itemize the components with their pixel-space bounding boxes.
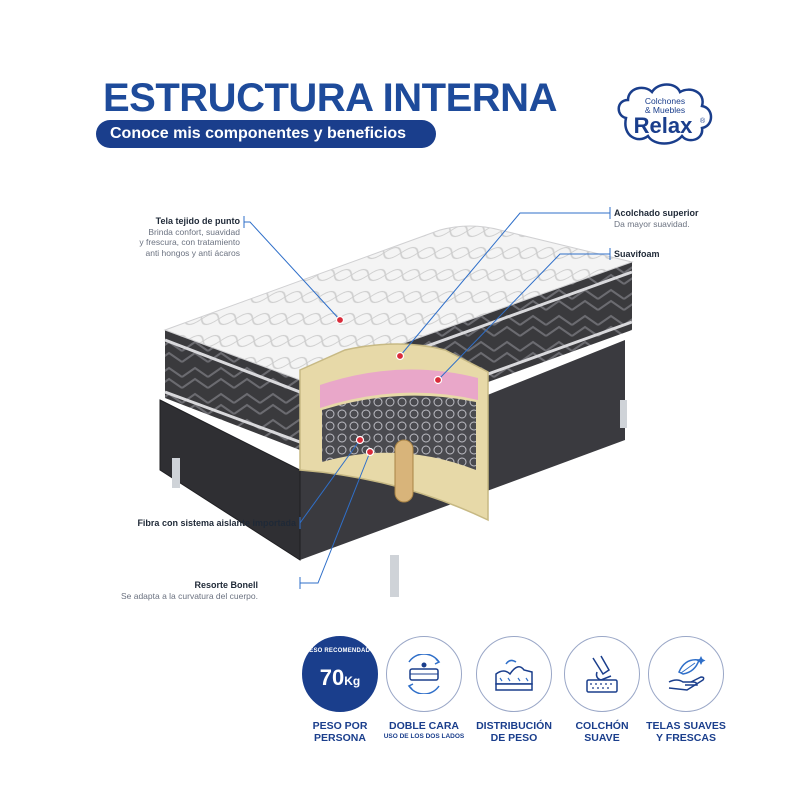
callout-acolchado-line: Da mayor suavidad. (614, 218, 690, 229)
benefit-colchon-suave-label: COLCHÓN SUAVE (575, 720, 629, 744)
benefits-row: PESO RECOMENDADO 70Kg PESO POR PERSONA D… (0, 636, 800, 756)
soft-mattress-hand-icon (564, 636, 640, 712)
callout-tela-line: Brinda confort, suavidad (148, 226, 240, 237)
benefit-distribucion-label: DISTRIBUCIÓN DE PESO (476, 720, 552, 744)
subtitle-text: Conoce mis componentes y beneficios (110, 125, 407, 142)
logo-line1: Colchones (645, 96, 685, 106)
callout-tela-head: Tela tejido de punto (155, 216, 240, 226)
benefit-peso-number: 70 (319, 665, 345, 690)
callout-acolchado-head: Acolchado superior (614, 208, 699, 218)
benefit-peso-value: 70Kg (320, 665, 360, 691)
callout-tela-line: y frescura, con tratamiento (139, 237, 240, 247)
callout-fibra-head: Fibra con sistema aislante importada (137, 518, 296, 528)
weight-distribution-icon (476, 636, 552, 712)
callout-tela: Tela tejido de punto Brinda confort, sua… (139, 216, 240, 258)
callout-markers (335, 315, 443, 457)
mattress-front-band (165, 330, 300, 450)
benefit-distribucion: DISTRIBUCIÓN DE PESO (464, 636, 564, 744)
callout-tela-line: anti hongos y anti ácaros (145, 247, 240, 258)
benefit-peso-top: PESO RECOMENDADO (305, 648, 375, 654)
page-title: ESTRUCTURA INTERNA (103, 76, 557, 120)
double-sided-mattress-icon (386, 636, 462, 712)
bed-base-front (160, 400, 300, 560)
callout-resorte-head: Resorte Bonell (194, 580, 258, 590)
callout-resorte: Resorte Bonell Se adapta a la curvatura … (121, 580, 258, 601)
callout-suavifoam-head: Suavifoam (614, 249, 660, 259)
callout-fibra: Fibra con sistema aislante importada (137, 518, 296, 529)
mattress-top (163, 225, 634, 381)
weight-badge-icon: PESO RECOMENDADO 70Kg (302, 636, 378, 712)
benefit-doble-cara-label: DOBLE CARA (389, 720, 459, 732)
benefit-doble-cara-sub: USO DE LOS DOS LADOS (383, 733, 465, 740)
callout-acolchado: Acolchado superior Da mayor suavidad. (614, 208, 699, 229)
callout-suavifoam: Suavifoam (614, 249, 660, 260)
benefit-peso-unit: Kg (344, 674, 361, 688)
benefit-telas-suaves: TELAS SUAVES Y FRESCAS (636, 636, 736, 744)
benefit-doble-cara: DOBLE CARA USO DE LOS DOS LADOS (374, 636, 474, 740)
benefit-telas-suaves-label: TELAS SUAVES Y FRESCAS (646, 720, 726, 744)
bed-leg (620, 400, 627, 428)
benefit-colchon-suave: COLCHÓN SUAVE (552, 636, 652, 744)
benefit-peso-label: PESO POR PERSONA (312, 720, 368, 744)
callout-resorte-line: Se adapta a la curvatura del cuerpo. (120, 590, 258, 601)
logo-registered: ® (700, 117, 706, 125)
benefit-peso: PESO RECOMENDADO 70Kg PESO POR PERSONA (290, 636, 390, 744)
relax-logo: Colchones & Muebles Relax ® (612, 78, 718, 152)
mattress-cutaway (299, 343, 489, 522)
bed-leg (172, 458, 180, 488)
logo-line2: & Muebles (645, 105, 685, 115)
soft-fabric-hand-icon (648, 636, 724, 712)
bed-leg (390, 555, 399, 597)
logo-brand: Relax (634, 113, 693, 138)
subtitle-banner: Conoce mis componentes y beneficios (96, 120, 436, 148)
